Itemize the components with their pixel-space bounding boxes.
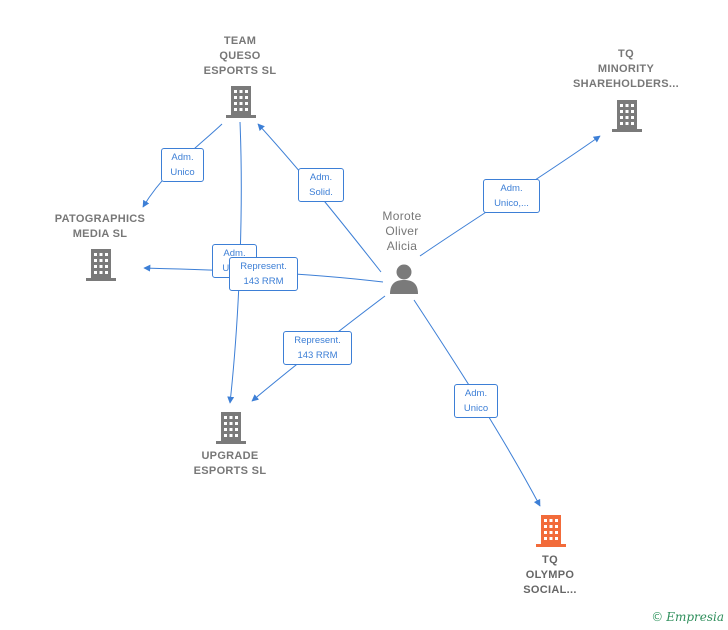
person-label[interactable]: Morote Oliver Alicia <box>382 209 422 253</box>
company-label-team-queso[interactable]: TEAM QUESO ESPORTS SL <box>203 35 277 77</box>
company-label-patographics[interactable]: PATOGRAPHICS MEDIA SL <box>54 213 146 240</box>
edge-label-queso-to-pato: Adm. Unico <box>161 148 204 182</box>
edge-label-person-to-pato: Represent. 143 RRM <box>229 257 298 291</box>
company-label-tq-olympo[interactable]: TQ OLYMPO SOCIAL... <box>523 554 577 596</box>
edge-label-person-to-upgrade: Represent. 143 RRM <box>283 331 352 365</box>
copyright-icon: © <box>651 610 664 624</box>
company-label-upgrade[interactable]: UPGRADE ESPORTS SL <box>193 450 267 477</box>
building-icon-highlighted[interactable] <box>536 515 566 547</box>
edge-label-person-to-queso: Adm. Solid. <box>298 168 344 202</box>
brand-watermark: ©Empresia <box>651 610 724 624</box>
person-icon[interactable] <box>390 264 418 295</box>
edge-label-person-to-olympo: Adm. Unico <box>454 384 498 418</box>
building-icon[interactable] <box>86 249 116 281</box>
building-icon[interactable] <box>226 86 256 118</box>
building-icon[interactable] <box>612 100 642 132</box>
building-icon[interactable] <box>216 412 246 444</box>
company-label-tq-minority[interactable]: TQ MINORITY SHAREHOLDERS... <box>573 48 679 90</box>
brand-name: Empresia <box>666 610 724 624</box>
edge-label-person-to-minority: Adm. Unico,... <box>483 179 540 213</box>
